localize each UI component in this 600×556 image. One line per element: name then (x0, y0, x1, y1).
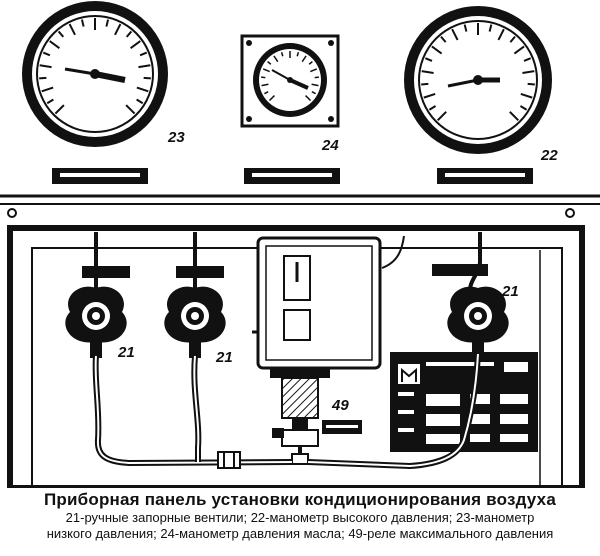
dial-tick (305, 95, 312, 102)
dial-tick (262, 68, 270, 73)
instrument-panel-drawing: 23 24 22 21 (0, 1, 600, 488)
dial-tick (280, 52, 284, 57)
plate-text-block (500, 414, 528, 424)
dial-tick (114, 23, 122, 36)
label-valve-21-middle: 21 (215, 349, 233, 366)
dial-tick (463, 24, 468, 32)
caption-legend-line-2: низкого давления; 24-манометр давления м… (46, 526, 554, 541)
dial-tick (424, 57, 433, 62)
plate-text-block (398, 428, 414, 432)
plate-text-block (426, 394, 460, 406)
plate-text-block (500, 394, 528, 404)
piping (92, 353, 481, 470)
dial-tick (267, 61, 272, 65)
plate-text-block (398, 410, 414, 414)
dial-tick (428, 105, 437, 111)
dial-tick (523, 57, 532, 62)
dial-tick (423, 92, 436, 99)
plate-text-block (398, 392, 414, 396)
dial-tick (139, 51, 148, 57)
dial-tick (488, 24, 493, 32)
nameplate-gauge-23 (52, 168, 148, 184)
instruction-plate (390, 352, 538, 452)
dial-tick (41, 86, 54, 93)
plate-text-block (470, 414, 490, 424)
dial-tick (80, 19, 85, 27)
dial-tick (431, 45, 443, 55)
nameplate-gauge-22 (437, 168, 533, 184)
plate-text-block (500, 434, 528, 442)
dial-tick (520, 92, 533, 99)
label-valve-21-right: 21 (501, 283, 519, 300)
dial-tick (436, 111, 447, 122)
dial-tick (264, 91, 269, 95)
dial-tick (54, 104, 65, 115)
dial-tick (261, 83, 269, 87)
plate-text-block (426, 434, 460, 444)
dial-tick (421, 82, 429, 86)
valve-21-right (432, 232, 509, 356)
dial-tick (68, 23, 76, 36)
dial-tick (42, 51, 51, 57)
dial-tick (39, 64, 52, 69)
dial-tick (130, 40, 141, 49)
dial-tick (138, 64, 151, 69)
dial-tick (46, 98, 54, 105)
dial-tick (136, 98, 144, 105)
label-gauge-24: 24 (321, 137, 339, 154)
dial-tick (136, 86, 149, 93)
panel-top-rail (0, 194, 600, 218)
dial-tick (522, 70, 535, 74)
plate-text-block (470, 434, 490, 442)
dial-tick (440, 36, 447, 43)
dial-tick (125, 30, 133, 38)
dial-tick (527, 82, 535, 86)
dial-tick (311, 83, 319, 87)
dial-tick (301, 55, 307, 63)
dial-tick (451, 28, 459, 41)
dial-tick (39, 76, 47, 80)
dial-tick (509, 36, 516, 43)
label-gauge-23: 23 (167, 129, 185, 146)
plate-text-block (426, 414, 460, 426)
nameplate-gauge-24 (244, 168, 340, 184)
dial-tick (311, 91, 316, 95)
dial-tick (105, 19, 110, 27)
label-gauge-22: 22 (540, 147, 558, 164)
dial-tick (49, 40, 60, 49)
figure-caption: Приборная панель установки кондициониров… (0, 488, 600, 542)
dial-tick (268, 95, 275, 102)
dial-tick (57, 30, 65, 38)
dial-tick (296, 52, 300, 57)
caption-legend-line-1: 21-ручные запорные вентили; 22-манометр … (65, 510, 535, 525)
valve-21-left (65, 232, 130, 358)
dial-tick (310, 68, 318, 73)
dial-tick (519, 105, 528, 111)
dial-tick (497, 28, 505, 41)
dial-tick (421, 70, 434, 74)
dial-tick (509, 111, 520, 122)
caption-title: Приборная панель установки кондициониров… (44, 490, 556, 509)
dial-tick (125, 104, 136, 115)
relay-49-max-pressure (252, 235, 405, 465)
label-valve-21-left: 21 (117, 344, 135, 361)
dial-tick (308, 61, 313, 65)
dial-tick (513, 45, 525, 55)
gauge-24-oil-pressure (240, 34, 340, 128)
label-relay-49: 49 (331, 397, 349, 414)
plate-text-block (470, 394, 490, 404)
plate-text-block (426, 362, 494, 366)
dial-tick (273, 55, 279, 63)
valve-21-middle (164, 232, 226, 358)
dial-tick (143, 76, 151, 80)
gauge-23-low-pressure (22, 1, 168, 147)
plate-text-block (504, 362, 528, 372)
gauge-22-high-pressure (404, 6, 552, 154)
